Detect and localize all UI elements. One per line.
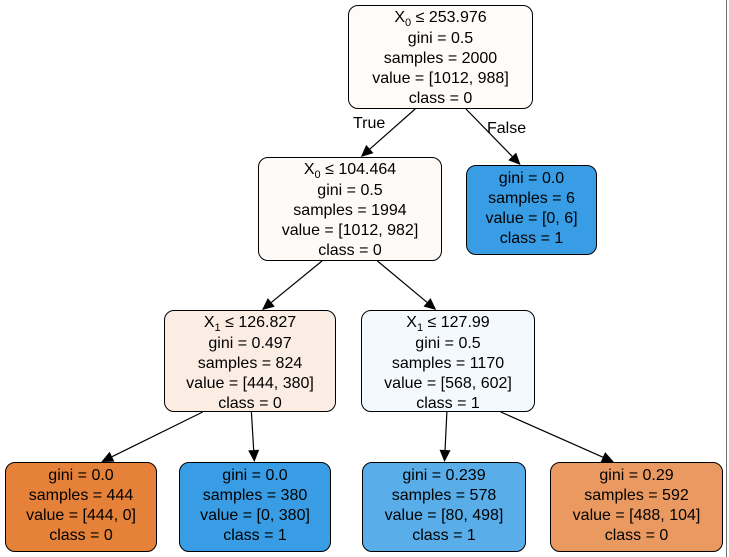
edge-arrowhead-1	[508, 152, 521, 165]
root-node: X0 ≤ 253.976 gini = 0.5 samples = 2000 v…	[348, 5, 533, 109]
samples-text: samples = 2000	[383, 50, 498, 67]
edge-arrowhead-6	[439, 449, 451, 462]
edge-line-6	[444, 411, 448, 451]
class-text: class = 1	[416, 395, 480, 412]
true-edge-label: True	[353, 115, 386, 132]
class-text: class = 0	[218, 395, 282, 412]
edge-line-5	[250, 411, 255, 451]
internal-node: X1 ≤ 127.99 gini = 0.5 samples = 1170 va…	[361, 310, 535, 412]
gini-text: gini = 0.0	[222, 467, 288, 484]
internal-node: X0 ≤ 104.464 gini = 0.5 samples = 1994 v…	[258, 157, 442, 261]
class-text: class = 0	[318, 242, 382, 259]
samples-text: samples = 824	[197, 355, 303, 372]
class-text: class = 0	[604, 527, 669, 544]
value-text: value = [444, 380]	[186, 375, 314, 392]
edge-line-3	[377, 260, 428, 303]
class-text: class = 1	[499, 230, 564, 247]
value-text: value = [1012, 988]	[372, 70, 509, 87]
value-text: value = [444, 0]	[26, 507, 136, 524]
edge-arrowhead-5	[248, 449, 260, 462]
leaf-node: gini = 0.0 samples = 6 value = [0, 6] cl…	[466, 165, 597, 255]
frame-border	[726, 0, 727, 557]
gini-text: gini = 0.0	[498, 170, 565, 187]
edge-line-1	[465, 108, 513, 157]
edge-line-2	[270, 260, 323, 303]
value-text: value = [0, 380]	[200, 507, 310, 524]
class-text: class = 1	[223, 527, 287, 544]
samples-text: samples = 380	[202, 487, 308, 504]
split-condition: X0 ≤ 253.976	[394, 9, 487, 29]
samples-text: samples = 578	[391, 487, 497, 504]
edge-line-4	[111, 411, 203, 458]
samples-text: samples = 444	[28, 487, 134, 504]
gini-text: gini = 0.5	[317, 182, 383, 199]
edge-line-0	[369, 108, 416, 150]
edge-arrowhead-2	[262, 298, 275, 310]
samples-text: samples = 6	[488, 190, 575, 207]
leaf-node: gini = 0.0 samples = 444 value = [444, 0…	[5, 462, 157, 552]
split-condition: X1 ≤ 127.99	[406, 314, 490, 334]
leaf-node: gini = 0.239 samples = 578 value = [80, …	[362, 462, 526, 552]
edge-arrowhead-0	[360, 144, 374, 157]
gini-text: gini = 0.5	[415, 335, 481, 352]
edge-line-7	[500, 411, 604, 458]
value-text: value = [0, 6]	[485, 210, 578, 227]
gini-text: gini = 0.0	[48, 467, 114, 484]
internal-node: X1 ≤ 126.827 gini = 0.497 samples = 824 …	[164, 310, 336, 412]
class-text: class = 1	[412, 527, 476, 544]
value-text: value = [80, 498]	[384, 507, 504, 524]
gini-text: gini = 0.5	[407, 30, 474, 47]
edge-arrowhead-4	[101, 451, 115, 462]
gini-text: gini = 0.29	[599, 467, 674, 484]
samples-text: samples = 1994	[293, 202, 407, 219]
false-edge-label: False	[487, 120, 527, 137]
samples-text: samples = 1170	[391, 355, 505, 372]
value-text: value = [568, 602]	[384, 375, 512, 392]
value-text: value = [488, 104]	[572, 507, 701, 524]
gini-text: gini = 0.497	[208, 335, 292, 352]
split-condition: X1 ≤ 126.827	[203, 314, 297, 334]
leaf-node: gini = 0.0 samples = 380 value = [0, 380…	[179, 462, 331, 552]
edge-arrowhead-7	[600, 452, 614, 463]
value-text: value = [1012, 982]	[281, 222, 419, 239]
split-condition: X0 ≤ 104.464	[303, 161, 397, 181]
gini-text: gini = 0.239	[402, 467, 486, 484]
edge-arrowhead-3	[423, 298, 437, 310]
class-text: class = 0	[408, 90, 473, 107]
class-text: class = 0	[49, 527, 113, 544]
samples-text: samples = 592	[584, 487, 689, 504]
leaf-node: gini = 0.29 samples = 592 value = [488, …	[550, 462, 723, 552]
